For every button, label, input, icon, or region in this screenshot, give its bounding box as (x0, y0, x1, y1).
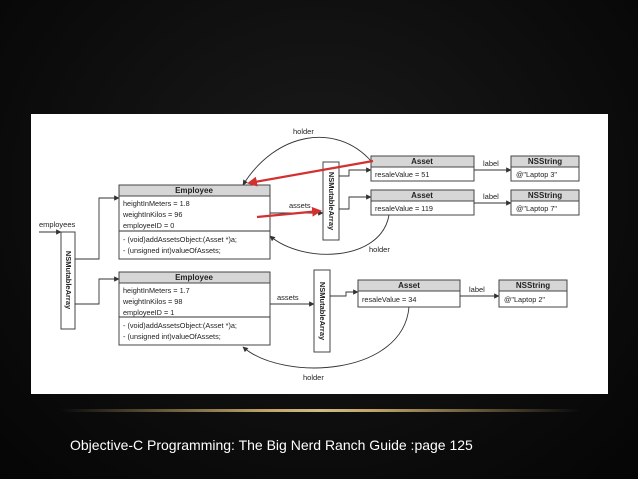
employee-0-assets-label: assets (289, 201, 311, 210)
employee-1-box: Employee heightInMeters = 1.7 weightInKi… (118, 271, 271, 346)
highlight-arrow-assets (256, 206, 322, 219)
asset-0-value: resaleValue = 51 (375, 170, 429, 179)
employee-0-assets-array-label: NSMutableArray (327, 172, 336, 231)
employees-array: NSMutableArray (60, 231, 76, 330)
asset-2-label-edge: label (469, 285, 485, 294)
employee-1-method-add: - (void)addAssetsObject:(Asset *)a; (123, 321, 237, 330)
diagram-figure: NSMutableArray employees Employee height… (31, 114, 608, 394)
employee-0-holder-top-label: holder (293, 127, 314, 136)
employee-0-id: employeeID = 0 (123, 221, 174, 230)
employees-array-label: NSMutableArray (64, 251, 73, 310)
object-diagram: NSMutableArray employees Employee height… (39, 127, 580, 382)
asset-0-title: Asset (411, 157, 433, 166)
array0-to-asset-1-arrow (339, 194, 372, 210)
asset-0-holder-arrow (242, 136, 372, 186)
employee-1-assets-array-label: NSMutableArray (318, 282, 327, 341)
employee-1-height: heightInMeters = 1.7 (123, 286, 190, 295)
string-0-title: NSString (528, 157, 562, 166)
employee-0-method-value: - (unsigned int)valueOfAssets; (123, 246, 221, 255)
employee-1-method-value: - (unsigned int)valueOfAssets; (123, 332, 221, 341)
asset-1-value: resaleValue = 119 (375, 204, 433, 213)
asset-2-title: Asset (398, 281, 420, 290)
employees-label: employees (39, 220, 76, 229)
employee-1-weight: weightInKilos = 98 (122, 297, 182, 306)
asset-0-box: Asset resaleValue = 51 (370, 155, 475, 182)
asset-1-title: Asset (411, 191, 433, 200)
employee-1-assets-array: NSMutableArray (313, 269, 331, 353)
array-to-employee-1-arrow (75, 276, 120, 305)
decorative-glow-line (60, 409, 580, 412)
asset-0-label-edge: label (483, 159, 499, 168)
asset-2-box: Asset resaleValue = 34 (357, 279, 461, 308)
employee-0-holder-bottom-label: holder (369, 245, 390, 254)
employee-1-assets-label: assets (277, 293, 299, 302)
employee-0-height: heightInMeters = 1.8 (123, 199, 190, 208)
string-1-title: NSString (528, 191, 562, 200)
string-0-value: @"Laptop 3" (516, 170, 557, 179)
employee-1-id: employeeID = 1 (123, 308, 174, 317)
employee-0-title: Employee (175, 186, 213, 195)
asset-2-holder-arrow (242, 306, 410, 369)
employee-0-weight: weightInKilos = 96 (122, 210, 182, 219)
string-2-box: NSString @"Laptop 2" (498, 279, 568, 308)
employee-0-box: Employee heightInMeters = 1.8 weightInKi… (118, 184, 271, 260)
slide-caption: Objective-C Programming: The Big Nerd Ra… (70, 437, 473, 453)
employee-1-holder-label: holder (303, 373, 324, 382)
employee-1-title: Employee (175, 273, 213, 282)
array0-to-asset-0-arrow (339, 167, 372, 177)
string-1-box: NSString @"Laptop 7" (510, 189, 580, 216)
asset-1-box: Asset resaleValue = 119 (370, 189, 475, 216)
string-2-title: NSString (516, 281, 550, 290)
array-to-employee-0-arrow (75, 195, 120, 260)
string-1-value: @"Laptop 7" (516, 204, 557, 213)
asset-1-holder-arrow (269, 214, 390, 255)
asset-1-label-edge: label (483, 192, 499, 201)
employee-0-assets-array: NSMutableArray (322, 161, 340, 241)
string-0-box: NSString @"Laptop 3" (510, 155, 580, 182)
string-2-value: @"Laptop 2" (504, 295, 545, 304)
employee-0-method-add: - (void)addAssetsObject:(Asset *)a; (123, 235, 237, 244)
array1-to-asset-2-arrow (330, 289, 359, 297)
asset-2-value: resaleValue = 34 (362, 295, 416, 304)
highlight-arrow-holder (247, 159, 374, 187)
